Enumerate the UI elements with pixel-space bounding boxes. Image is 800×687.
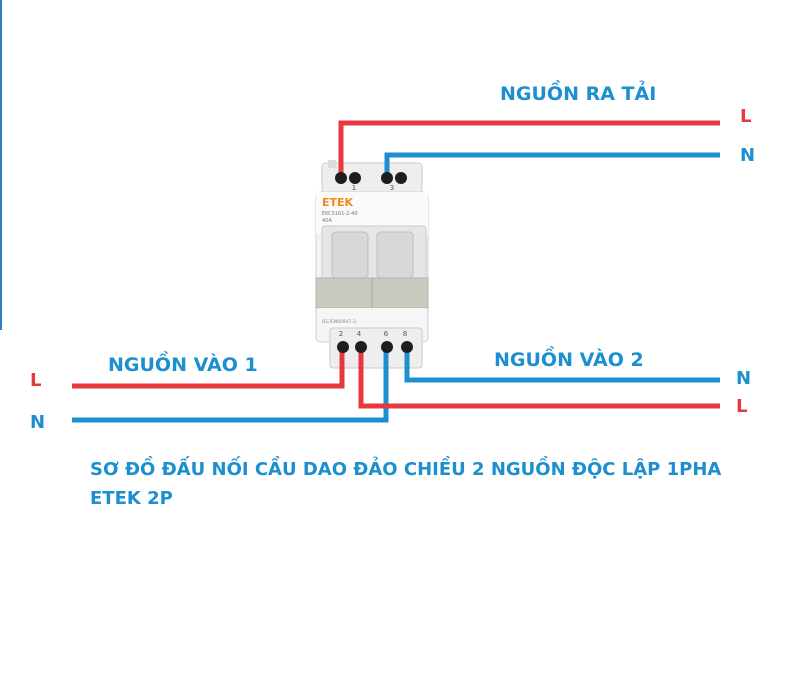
- rating-text: 40A: [322, 218, 332, 224]
- transfer-switch: ETEK EKCS161-2-40 40A 400V~ 50Hz AC-22A …: [315, 160, 429, 369]
- terminal-number-1: 1: [352, 184, 356, 192]
- input2-line-wire: [358, 348, 720, 409]
- left-edge-line: [0, 0, 2, 330]
- input1-neutral-wire: [72, 348, 389, 423]
- caption-line-2: ETEK 2P: [90, 488, 173, 509]
- screw-terminal-1: [335, 172, 347, 184]
- bottom-terminal-block: [329, 327, 423, 369]
- screw-terminal-1b: [349, 172, 361, 184]
- brand-logo: ETEK: [322, 196, 354, 209]
- output-n-label: N: [740, 145, 756, 166]
- lower-label: [318, 308, 426, 328]
- screw-terminal-2: [337, 341, 349, 353]
- handle-right: [376, 231, 414, 279]
- input1-n-label: N: [30, 412, 46, 433]
- input1-title: NGUỒN VÀO 1: [108, 354, 258, 376]
- terminal-number-6: 6: [384, 330, 389, 338]
- handle-left: [331, 231, 369, 279]
- top-tab: [328, 160, 336, 168]
- terminal-screws: [335, 172, 413, 353]
- screw-terminal-3b: [395, 172, 407, 184]
- input1-l-label: L: [30, 370, 42, 391]
- screw-terminal-4: [355, 341, 367, 353]
- caption-line-1: SƠ ĐỒ ĐẤU NỐI CẦU DAO ĐẢO CHIỀU 2 NGUỒN …: [90, 459, 722, 480]
- model-text: EKCS161-2-40: [322, 211, 358, 217]
- standard-text: IEC/EN60947-3: [322, 319, 356, 325]
- terminal-number-4: 4: [357, 330, 362, 338]
- screw-terminal-3: [381, 172, 393, 184]
- terminal-number-8: 8: [403, 330, 407, 338]
- output-neutral-wire: [384, 152, 720, 176]
- output-l-label: L: [740, 106, 752, 127]
- input2-neutral-wire: [404, 348, 720, 383]
- screw-terminal-8: [401, 341, 413, 353]
- terminal-number-2: 2: [339, 330, 343, 338]
- input2-n-label: N: [736, 368, 752, 389]
- input2-l-label: L: [736, 396, 748, 417]
- screw-terminal-6: [381, 341, 393, 353]
- output-line-wire: [338, 120, 720, 176]
- input2-title: NGUỒN VÀO 2: [494, 349, 644, 371]
- output-title: NGUỒN RA TẢI: [500, 83, 657, 105]
- input1-line-wire: [72, 348, 345, 389]
- terminal-number-3: 3: [390, 184, 394, 192]
